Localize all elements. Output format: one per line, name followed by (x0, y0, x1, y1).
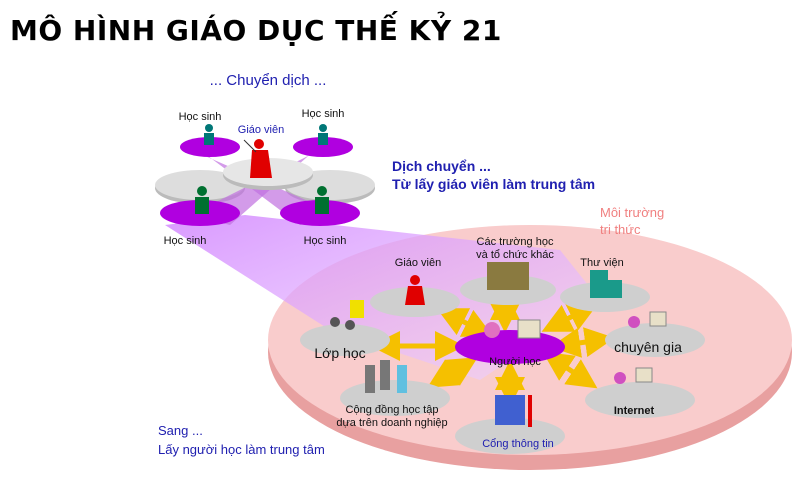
environment-line2: tri thức (600, 222, 641, 237)
community-line1: Cộng đồng học tập (345, 404, 439, 416)
node-expert (605, 323, 705, 357)
school-picture-icon (487, 262, 529, 290)
top-heading: ... Chuyển dịch ... (209, 72, 327, 89)
student-label: Học sinh (163, 235, 207, 247)
node-teacher-label: Giáo viên (394, 257, 442, 269)
learner-computer-icon (484, 319, 541, 339)
page-title: MÔ HÌNH GIÁO DỤC THẾ KỶ 21 (10, 14, 502, 47)
teacher-icon (405, 275, 425, 305)
connection-arrows (370, 290, 615, 407)
node-portal (455, 418, 565, 454)
community-label: Cộng đồng học tập dựa trên doanh nghiệp (336, 404, 447, 430)
student-icon (195, 186, 209, 214)
shift-from-line2: Từ lấy giáo viên làm trung tâm (392, 176, 596, 192)
student-icon (318, 124, 328, 145)
classroom-people-icon (330, 300, 364, 330)
student-icon (315, 186, 329, 214)
environment-line1: Môi trường (600, 205, 665, 220)
shift-from-line1: Dịch chuyển ... (392, 158, 491, 174)
portal-label: Cổng thông tin (482, 438, 554, 450)
business-people-icon (365, 360, 407, 393)
internet-computer-icon (614, 367, 653, 384)
student-label: Học sinh (178, 111, 222, 123)
environment-label: Môi trường tri thức (600, 204, 664, 238)
teacher-icon (243, 139, 272, 178)
teacher-label: Giáo viên (237, 124, 285, 136)
shift-to-text: Sang ... Lấy người học làm trung tâm (158, 421, 325, 459)
learner-label: Người học (489, 356, 541, 368)
learner-centered-nodes (300, 262, 705, 454)
shift-to-line1: Sang ... (158, 423, 203, 438)
student-label: Học sinh (301, 108, 345, 120)
community-line2: dựa trên doanh nghiệp (336, 417, 448, 429)
shift-from-text: Dịch chuyển ... Từ lấy giáo viên làm tru… (392, 157, 595, 193)
student-label: Học sinh (303, 235, 347, 247)
library-building-icon (590, 270, 622, 298)
classroom-label: Lớp học (314, 345, 366, 361)
shift-to-line2: Lấy người học làm trung tâm (158, 442, 325, 457)
node-internet (585, 382, 695, 418)
schools-line2: và tổ chức khác (476, 249, 554, 261)
student-icon (204, 124, 214, 145)
expert-computer-icon (628, 311, 667, 328)
library-label: Thư viện (580, 257, 624, 269)
expert-label: chuyên gia (614, 339, 682, 355)
internet-label: Internet (613, 405, 655, 417)
schools-label: Các trường học và tổ chức khác (476, 236, 554, 262)
teacher-centered-model (155, 124, 375, 226)
node-classroom (300, 324, 390, 356)
schools-line1: Các trường học (476, 236, 554, 248)
portal-icon (495, 395, 532, 427)
